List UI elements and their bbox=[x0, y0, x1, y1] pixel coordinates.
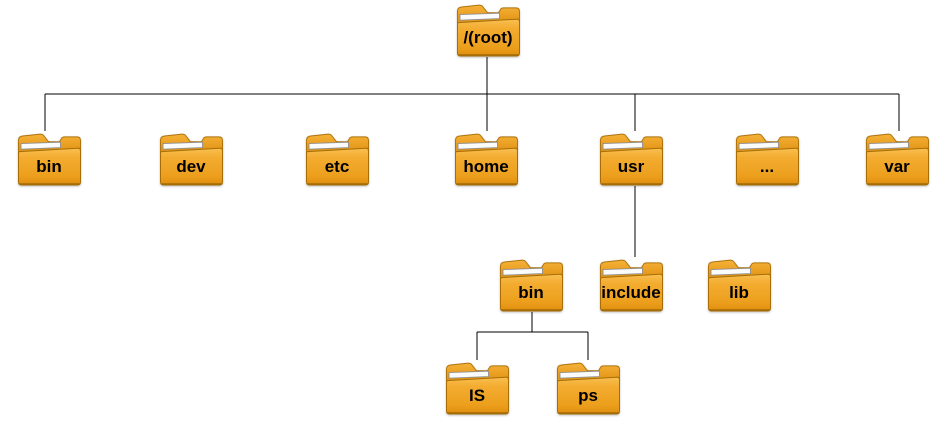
folder-node-dev: dev bbox=[157, 131, 225, 186]
folder-label: bin bbox=[36, 157, 62, 176]
folder-node-var: var bbox=[863, 131, 931, 186]
folder-node-etc: etc bbox=[303, 131, 371, 186]
folder-label: usr bbox=[617, 157, 645, 176]
folder-node-usr-lib: lib bbox=[705, 257, 773, 312]
folder-node-usr-include: include bbox=[597, 257, 665, 312]
folder-node-root: /(root) bbox=[454, 2, 522, 57]
folder-label: IS bbox=[468, 386, 486, 405]
folder-node-usr: usr bbox=[597, 131, 665, 186]
folder-label: var bbox=[884, 157, 910, 176]
folder-label: lib bbox=[729, 283, 749, 302]
folder-node-bin: bin bbox=[15, 131, 83, 186]
folder-label: /(root) bbox=[463, 28, 513, 47]
folder-node-usr-bin: bin bbox=[497, 257, 565, 312]
folder-label: ... bbox=[759, 157, 775, 176]
folder-node-ellipsis: ... bbox=[733, 131, 801, 186]
folder-label: ps bbox=[578, 386, 598, 405]
folder-node-usr-bin-ps: ps bbox=[554, 360, 622, 415]
folder-label: include bbox=[601, 283, 661, 302]
folder-label: bin bbox=[518, 283, 544, 302]
folder-label: home bbox=[463, 157, 509, 176]
folder-label: dev bbox=[176, 157, 206, 176]
folder-node-usr-bin-is: IS bbox=[443, 360, 511, 415]
folder-node-home: home bbox=[452, 131, 520, 186]
folder-label: etc bbox=[324, 157, 350, 176]
